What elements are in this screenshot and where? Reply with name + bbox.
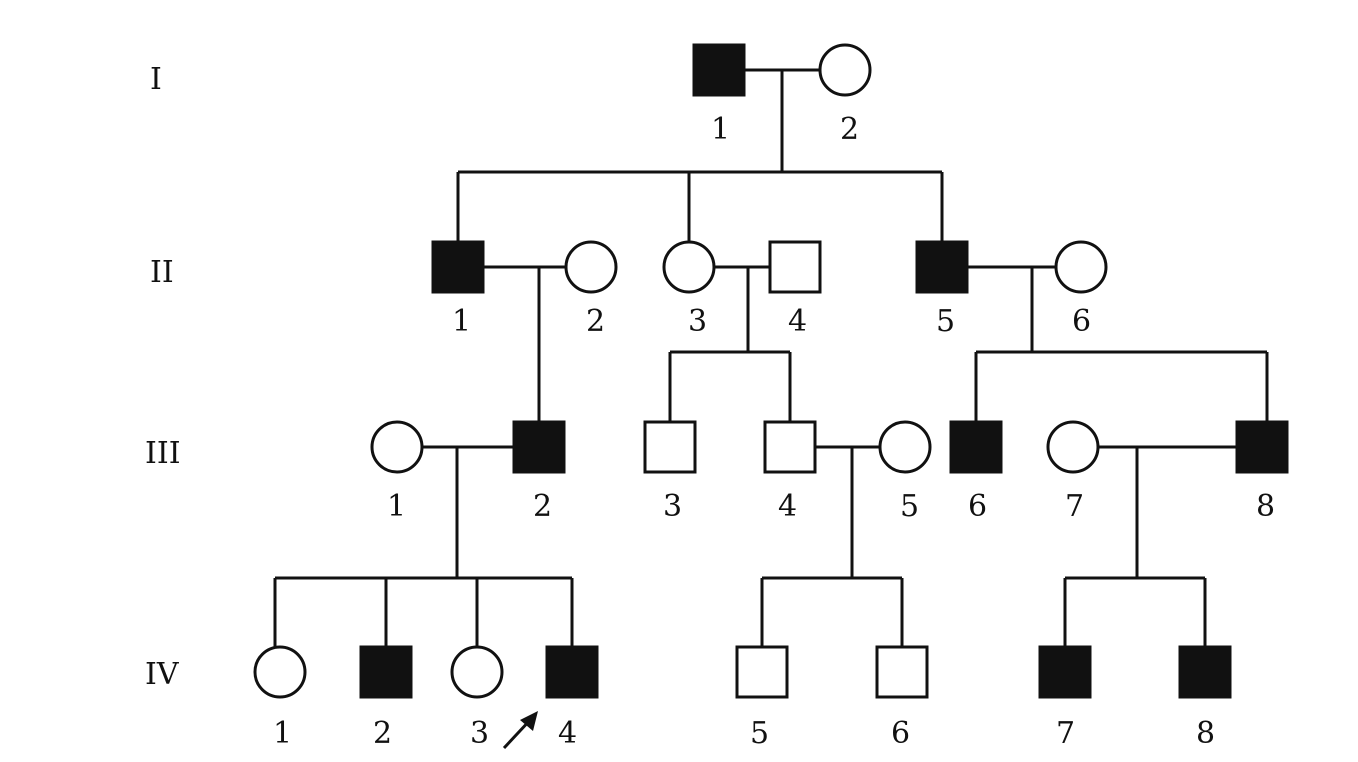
label-IV-4: 4 [558, 716, 577, 751]
generation-label-III: III [145, 436, 181, 471]
label-III-2: 2 [533, 489, 552, 524]
individual-III-3 [643, 420, 697, 474]
individual-II-3 [662, 240, 716, 294]
unaffected-male-square [763, 420, 817, 474]
individual-II-2 [564, 240, 618, 294]
individual-III-1 [370, 420, 424, 474]
label-II-5: 5 [936, 304, 955, 339]
individual-III-7 [1046, 420, 1100, 474]
label-III-5: 5 [900, 489, 919, 524]
individual-I-2 [818, 43, 872, 97]
unaffected-female-circle [370, 420, 424, 474]
unaffected-male-square [735, 645, 789, 699]
unaffected-female-circle [564, 240, 618, 294]
generation-label-I: I [150, 62, 162, 97]
label-IV-3: 3 [470, 716, 489, 751]
individual-II-4 [768, 240, 822, 294]
unaffected-female-circle [1054, 240, 1108, 294]
individual-IV-2 [359, 645, 413, 699]
affected-male-square [949, 420, 1003, 474]
unaffected-male-square [875, 645, 929, 699]
affected-male-square [512, 420, 566, 474]
pedigree-lines [273, 68, 1269, 647]
label-IV-8: 8 [1196, 716, 1215, 751]
generation-label-IV: IV [145, 657, 180, 692]
individual-II-5 [915, 240, 969, 294]
pedigree-individuals [253, 43, 1289, 699]
label-I-1: 1 [711, 112, 730, 147]
individual-III-2 [512, 420, 566, 474]
unaffected-male-square [768, 240, 822, 294]
label-III-8: 8 [1256, 489, 1275, 524]
label-IV-2: 2 [373, 716, 392, 751]
unaffected-female-circle [253, 645, 307, 699]
label-II-1: 1 [452, 304, 471, 339]
label-III-4: 4 [778, 489, 797, 524]
unaffected-female-circle [450, 645, 504, 699]
individual-III-4 [763, 420, 817, 474]
affected-male-square [1235, 420, 1289, 474]
affected-male-square [1178, 645, 1232, 699]
individual-IV-7 [1038, 645, 1092, 699]
label-IV-5: 5 [750, 716, 769, 751]
label-III-6: 6 [968, 489, 987, 524]
individual-IV-3 [450, 645, 504, 699]
label-IV-1: 1 [273, 716, 292, 751]
label-II-6: 6 [1072, 304, 1091, 339]
unaffected-female-circle [662, 240, 716, 294]
label-II-3: 3 [688, 304, 707, 339]
individual-IV-6 [875, 645, 929, 699]
affected-male-square [915, 240, 969, 294]
label-III-1: 1 [387, 489, 406, 524]
unaffected-female-circle [1046, 420, 1100, 474]
affected-male-square [545, 645, 599, 699]
affected-male-square [359, 645, 413, 699]
generation-label-II: II [150, 255, 174, 290]
affected-male-square [692, 43, 746, 97]
individual-IV-5 [735, 645, 789, 699]
unaffected-female-circle [818, 43, 872, 97]
label-III-3: 3 [663, 489, 682, 524]
affected-male-square [431, 240, 485, 294]
individual-III-6 [949, 420, 1003, 474]
label-IV-6: 6 [891, 716, 910, 751]
individual-III-8 [1235, 420, 1289, 474]
label-I-2: 2 [840, 112, 859, 147]
label-III-7: 7 [1065, 489, 1084, 524]
individual-IV-1 [253, 645, 307, 699]
affected-male-square [1038, 645, 1092, 699]
individual-labels: 1 2 1 2 3 4 5 6 1 2 3 4 5 6 7 8 1 2 3 4 … [273, 112, 1275, 751]
individual-III-5 [878, 420, 932, 474]
proband-arrow-icon [502, 711, 538, 750]
label-II-2: 2 [586, 304, 605, 339]
label-IV-7: 7 [1056, 716, 1075, 751]
individual-IV-4 [545, 645, 599, 699]
unaffected-male-square [643, 420, 697, 474]
individual-II-1 [431, 240, 485, 294]
individual-IV-8 [1178, 645, 1232, 699]
individual-I-1 [692, 43, 746, 97]
individual-II-6 [1054, 240, 1108, 294]
label-II-4: 4 [788, 304, 807, 339]
unaffected-female-circle [878, 420, 932, 474]
